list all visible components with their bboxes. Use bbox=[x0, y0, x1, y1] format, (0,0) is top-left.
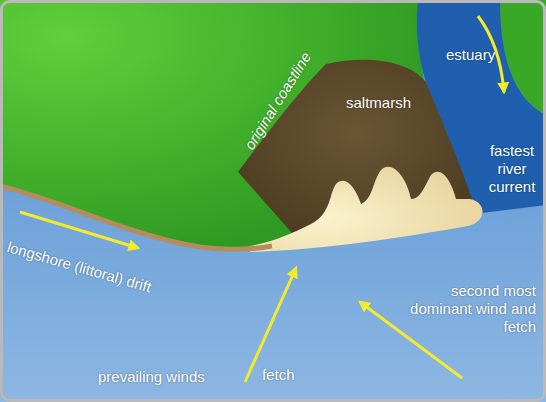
beach bbox=[0, 186, 272, 250]
wind-arrow bbox=[245, 268, 296, 382]
wind-label: prevailing winds bbox=[98, 368, 205, 386]
boundary-label: original coastline bbox=[241, 49, 315, 153]
area-label: saltmarsh bbox=[346, 94, 411, 112]
wind-label: fetch bbox=[262, 366, 295, 384]
wind-label: second most dominant wind and fetch bbox=[392, 282, 536, 336]
process-label: longshore (littoral) drift bbox=[5, 238, 153, 296]
flow-label: fastest river current bbox=[482, 142, 542, 196]
area-label: estuary bbox=[446, 46, 495, 64]
drift-arrow bbox=[20, 212, 138, 248]
spit bbox=[250, 167, 483, 252]
